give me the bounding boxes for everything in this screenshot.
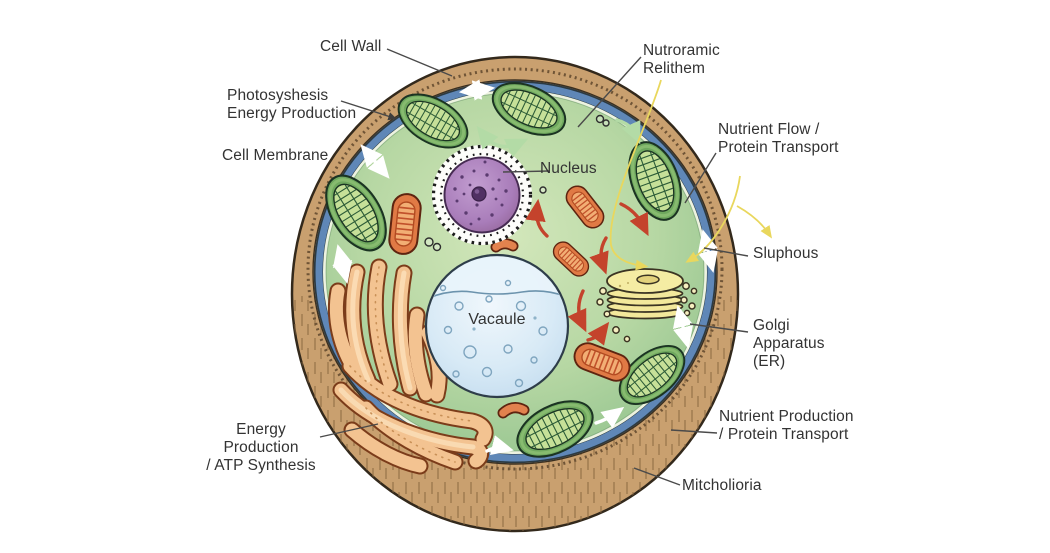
label-pointer-lines <box>319 48 749 486</box>
vacuole-label: Vacaule <box>468 311 526 328</box>
energy-production-label: Energy Production / ATP Synthesis <box>206 421 316 474</box>
nucleus-label: Nucleus <box>540 160 597 177</box>
golgi-apparatus-label: Golgi Apparatus (ER) <box>753 317 825 370</box>
photosynthesis-label: Photosyshesis Energy Production <box>227 87 357 122</box>
white-arrows <box>332 79 719 456</box>
yellow-flow-lines <box>609 79 772 271</box>
vesicle-dots <box>424 114 610 252</box>
red-arrows <box>525 198 649 346</box>
nutroramic-relithem-label: Nutroramic Relithem <box>643 42 720 77</box>
cell-wall-label: Cell Wall <box>320 38 382 55</box>
mitcholioria-label: Mitcholioria <box>682 477 762 494</box>
mitochondria-graphics <box>388 182 633 419</box>
nucleus-graphic <box>431 144 533 246</box>
wall-stipple-band <box>306 67 724 471</box>
nutrient-production-label: Nutrient Production / Protein Transport <box>719 408 854 443</box>
cell-membrane-label: Cell Membrane <box>222 147 329 164</box>
nutrient-flow-label: Nutrient Flow / Protein Transport <box>718 121 839 156</box>
green-arrows <box>476 118 641 158</box>
sluphous-label: Sluphous <box>753 245 819 262</box>
